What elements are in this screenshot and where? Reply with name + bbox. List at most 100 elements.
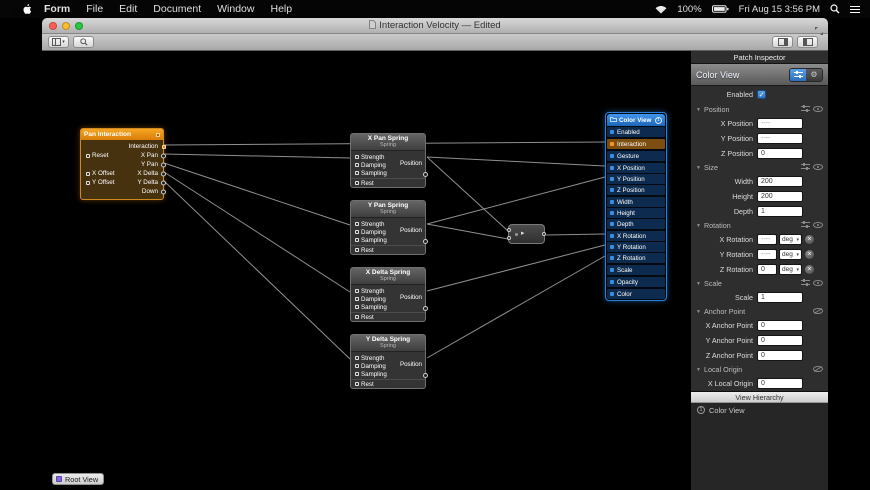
width-input[interactable]: 200 xyxy=(757,176,803,187)
y-offset-checkbox[interactable] xyxy=(86,180,90,185)
x-offset-checkbox[interactable] xyxy=(86,171,90,176)
damping-checkbox[interactable] xyxy=(355,163,359,167)
clock-label[interactable]: Fri Aug 15 3:56 PM xyxy=(738,3,820,15)
sliders-icon[interactable] xyxy=(801,279,810,288)
y-pan-spring-patch[interactable]: Y Pan Spring Spring Strength Damping Sam… xyxy=(350,200,428,255)
rest-checkbox[interactable] xyxy=(355,248,359,252)
port-x-pan-output[interactable] xyxy=(161,153,166,158)
section-size[interactable]: ▼ Size xyxy=(691,161,828,174)
cv-row-opacity[interactable]: Opacity xyxy=(607,277,665,287)
notification-center-icon[interactable] xyxy=(850,5,860,14)
y-anchor-input[interactable]: 0 xyxy=(757,335,803,346)
damping-checkbox[interactable] xyxy=(355,297,359,301)
y-rotation-input[interactable]: ---- xyxy=(757,249,777,260)
y-rotation-clear-button[interactable]: × xyxy=(805,250,814,259)
disclosure-triangle-icon[interactable]: ▼ xyxy=(696,164,701,171)
sampling-checkbox[interactable] xyxy=(355,372,359,376)
port-y-pan-output[interactable] xyxy=(161,162,166,167)
section-scale[interactable]: ▼ Scale xyxy=(691,277,828,290)
sliders-icon[interactable] xyxy=(801,221,810,230)
title-bar[interactable]: Interaction Velocity — Edited xyxy=(42,18,828,35)
disclosure-triangle-icon[interactable]: ▼ xyxy=(696,280,701,287)
sliders-icon[interactable] xyxy=(801,163,810,172)
battery-icon[interactable] xyxy=(711,5,729,13)
x-anchor-input[interactable]: 0 xyxy=(757,320,803,331)
toggle-inspector-button[interactable] xyxy=(772,36,793,48)
properties-tab[interactable] xyxy=(790,68,806,81)
sliders-icon[interactable] xyxy=(801,105,810,114)
x-rotation-input[interactable]: ---- xyxy=(757,234,777,245)
damping-checkbox[interactable] xyxy=(355,230,359,234)
view-switcher-button[interactable]: ▾ xyxy=(48,36,69,48)
port-position-output[interactable] xyxy=(423,172,428,177)
port-position-output[interactable] xyxy=(423,239,428,244)
sampling-checkbox[interactable] xyxy=(355,238,359,242)
x-rotation-clear-button[interactable]: × xyxy=(805,235,814,244)
y-delta-spring-patch[interactable]: Y Delta Spring Spring Strength Damping S… xyxy=(350,334,428,389)
x-position-input[interactable]: ---- xyxy=(757,118,803,129)
menu-item-form[interactable]: Form xyxy=(44,3,71,15)
eye-icon[interactable] xyxy=(813,279,823,288)
y-pan-spring-header[interactable]: Y Pan Spring Spring xyxy=(351,201,425,218)
zoom-window-button[interactable] xyxy=(75,21,83,30)
eye-icon[interactable] xyxy=(813,163,823,172)
toggle-panel-button[interactable] xyxy=(797,36,818,48)
sampling-checkbox[interactable] xyxy=(355,305,359,309)
sampling-checkbox[interactable] xyxy=(355,171,359,175)
z-rotation-clear-button[interactable]: × xyxy=(805,265,814,274)
cv-row-z-rotation[interactable]: Z Rotation xyxy=(607,253,665,263)
settings-tab[interactable]: ⚙ xyxy=(806,68,822,81)
menu-item-document[interactable]: Document xyxy=(153,3,202,15)
section-local-origin[interactable]: ▼ Local Origin xyxy=(691,363,828,376)
strength-checkbox[interactable] xyxy=(355,155,359,159)
section-anchor-point[interactable]: ▼ Anchor Point xyxy=(691,305,828,318)
apple-menu-icon[interactable] xyxy=(22,3,32,15)
menu-item-edit[interactable]: Edit xyxy=(119,3,138,15)
section-rotation[interactable]: ▼ Rotation xyxy=(691,219,828,232)
port-output[interactable] xyxy=(542,232,546,236)
fullscreen-icon[interactable] xyxy=(815,22,823,40)
eye-icon[interactable] xyxy=(813,105,823,114)
color-view-header[interactable]: Color View 1 xyxy=(607,114,665,126)
z-anchor-input[interactable]: 0 xyxy=(757,350,803,361)
cv-row-scale[interactable]: Scale xyxy=(607,265,665,275)
cv-row-interaction[interactable]: Interaction xyxy=(607,139,665,149)
eye-icon[interactable] xyxy=(813,221,823,230)
disclosure-triangle-icon[interactable]: ▼ xyxy=(696,308,701,315)
cv-row-gesture[interactable]: Gesture xyxy=(607,151,665,161)
enabled-checkbox[interactable]: ✓ xyxy=(757,90,766,99)
mini-patch[interactable]: ▸ xyxy=(507,224,546,244)
depth-input[interactable]: 1 xyxy=(757,206,803,217)
menu-item-file[interactable]: File xyxy=(86,3,104,15)
x-delta-spring-patch[interactable]: X Delta Spring Spring Strength Damping S… xyxy=(350,267,428,322)
cv-row-height[interactable]: Height xyxy=(607,208,665,218)
port-x-delta-output[interactable] xyxy=(161,171,166,176)
reset-checkbox[interactable] xyxy=(86,153,90,158)
height-input[interactable]: 200 xyxy=(757,191,803,202)
strength-checkbox[interactable] xyxy=(355,222,359,226)
y-position-input[interactable]: ---- xyxy=(757,133,803,144)
cv-row-y-position[interactable]: Y Position xyxy=(607,174,665,184)
rest-checkbox[interactable] xyxy=(355,315,359,319)
x-rotation-unit-dropdown[interactable]: deg▾ xyxy=(779,234,802,245)
root-view-button[interactable]: Root View xyxy=(52,473,105,485)
z-rotation-unit-dropdown[interactable]: deg▾ xyxy=(779,264,802,275)
cv-row-depth[interactable]: Depth xyxy=(607,219,665,229)
menu-item-help[interactable]: Help xyxy=(270,3,293,15)
cv-row-x-rotation[interactable]: X Rotation xyxy=(607,231,665,241)
x-pan-spring-header[interactable]: X Pan Spring Spring xyxy=(351,134,425,151)
damping-checkbox[interactable] xyxy=(355,364,359,368)
x-local-origin-input[interactable]: 0 xyxy=(757,378,803,389)
port-down-output[interactable] xyxy=(161,189,166,194)
port-position-output[interactable] xyxy=(423,373,428,378)
eye-slash-icon[interactable] xyxy=(813,365,823,374)
port-input[interactable] xyxy=(507,236,511,240)
view-hierarchy-item-color-view[interactable]: 1 Color View xyxy=(691,403,828,417)
rest-checkbox[interactable] xyxy=(355,181,359,185)
minimize-window-button[interactable] xyxy=(62,21,70,30)
eye-slash-icon[interactable] xyxy=(813,307,823,316)
port-interaction-output[interactable] xyxy=(162,144,166,149)
x-pan-spring-patch[interactable]: X Pan Spring Spring Strength Damping Sam… xyxy=(350,133,428,188)
magnifier-button[interactable] xyxy=(73,36,94,48)
